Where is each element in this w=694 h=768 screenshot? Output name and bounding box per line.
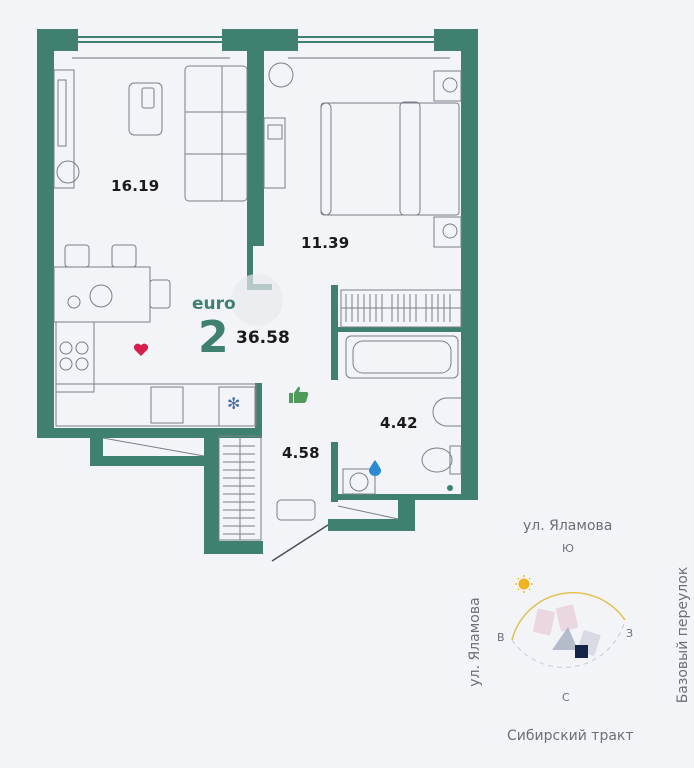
- direction-north: С: [562, 691, 570, 704]
- thumbs-up-icon: [288, 386, 310, 408]
- compass-widget: [511, 575, 626, 668]
- area-bedroom: 11.39: [301, 234, 350, 252]
- area-hallway: 4.58: [282, 444, 320, 462]
- street-bottom: Сибирский тракт: [507, 728, 634, 744]
- walls: [37, 29, 478, 554]
- direction-south: Ю: [562, 542, 574, 555]
- street-top: ул. Яламова: [523, 518, 613, 534]
- direction-west: З: [626, 627, 634, 640]
- snowflake-icon: ✻: [227, 394, 241, 413]
- street-right: Базовый переулок: [675, 566, 691, 704]
- water-drop-icon: [369, 460, 381, 480]
- room-count: 2: [198, 312, 229, 363]
- total-area: 36.58: [236, 328, 290, 348]
- area-bathroom: 4.42: [380, 414, 418, 432]
- direction-east: В: [497, 631, 505, 644]
- heart-icon: [133, 342, 149, 361]
- street-left: ул. Яламова: [467, 597, 483, 687]
- sun-icon: [515, 575, 533, 593]
- layout-type: euro: [192, 294, 236, 314]
- area-living-kitchen: 16.19: [111, 177, 160, 195]
